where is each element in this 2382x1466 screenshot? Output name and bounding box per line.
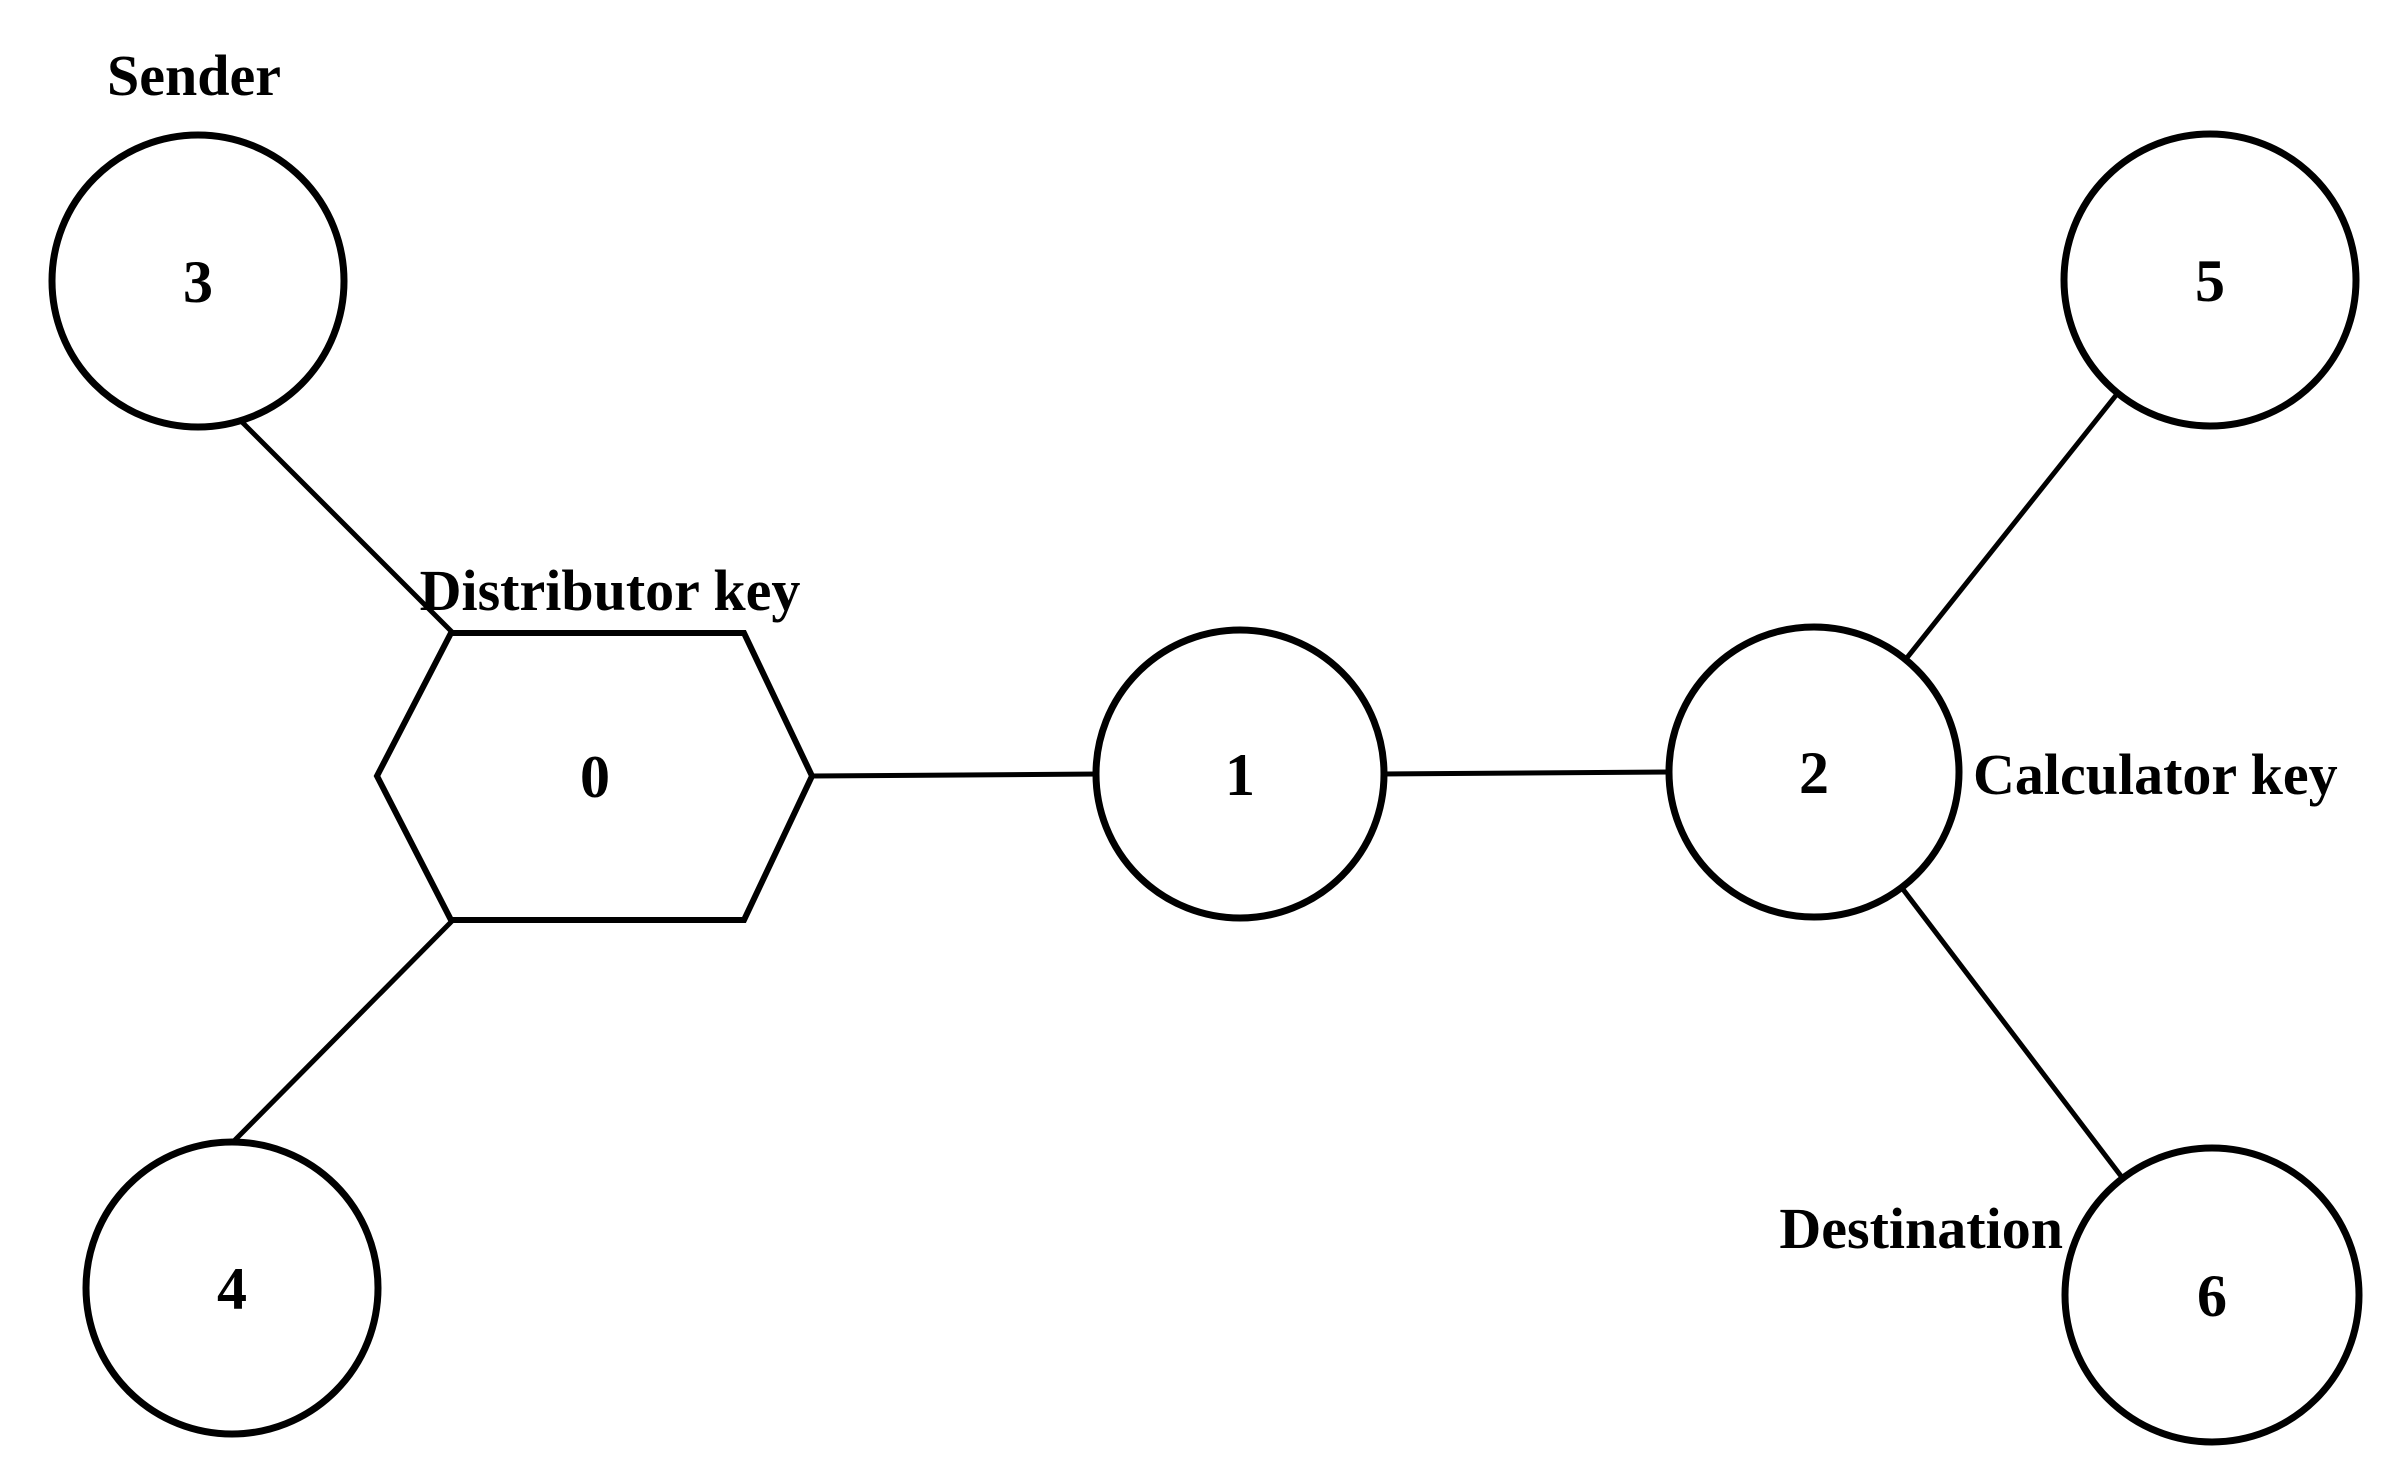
node-4-circle (82, 1138, 382, 1438)
node-1-circle (1092, 626, 1388, 922)
node-3-circle (48, 131, 348, 431)
distributor-key-annotation: Distributor key (420, 558, 801, 623)
edge-1-2 (1380, 769, 1671, 777)
sender-annotation: Sender (107, 43, 281, 108)
node-6-circle (2061, 1144, 2363, 1446)
edge-0-1 (811, 771, 1100, 779)
node-2-circle (1665, 623, 1963, 921)
node-6-label: 6 (2197, 1263, 2227, 1329)
node-3-label: 3 (183, 249, 213, 315)
node-0-hexagon (373, 630, 816, 923)
node-0-label: 0 (580, 744, 610, 810)
node-5-circle (2060, 130, 2360, 430)
node-5-label: 5 (2195, 248, 2225, 314)
node-1-label: 1 (1225, 742, 1255, 808)
edge-2-6 (1900, 886, 2126, 1182)
edge-4-0 (228, 919, 454, 1147)
edge-2-5 (1904, 392, 2119, 661)
edge-3-0 (238, 418, 454, 634)
destination-annotation: Destination (1779, 1196, 2063, 1261)
node-2-label: 2 (1799, 740, 1829, 806)
calculator-key-annotation: Calculator key (1973, 742, 2338, 807)
node-4-label: 4 (217, 1256, 247, 1322)
